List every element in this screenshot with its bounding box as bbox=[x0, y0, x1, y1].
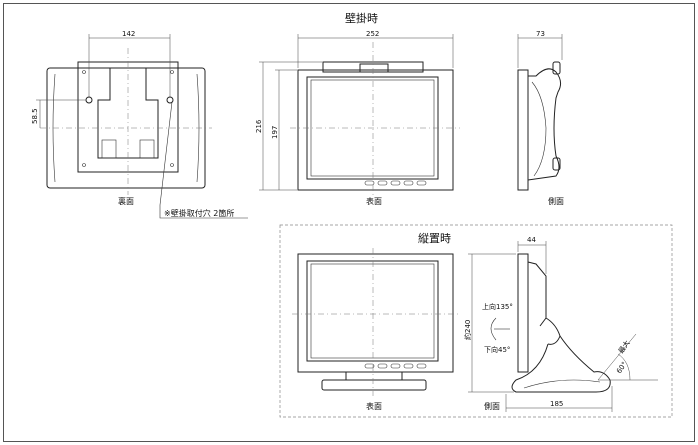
note-max-angle-label: 最大 bbox=[616, 339, 631, 356]
back-view-cross-bracket bbox=[97, 67, 159, 159]
button-icon bbox=[403, 363, 414, 369]
front-desk-base bbox=[321, 379, 427, 391]
dim-back-width: 142 bbox=[122, 30, 135, 38]
side-view-desk: 44 約240 上向135° 下向45° 185 最大 60° 側面 bbox=[463, 236, 658, 412]
side-desk-panel bbox=[517, 253, 529, 373]
front-desk-buttons bbox=[364, 363, 427, 369]
screw-icon bbox=[82, 70, 86, 74]
side-view: 73 側面 bbox=[517, 30, 564, 206]
title-wall-mount: 壁掛時 bbox=[345, 11, 378, 25]
side-desk-base-line bbox=[523, 379, 601, 389]
dim-front-height-outer: 216 bbox=[255, 119, 263, 133]
side-desk-hinge bbox=[545, 317, 561, 345]
side-view-joint-top bbox=[552, 61, 561, 75]
label-side-view-desk: 側面 bbox=[484, 401, 500, 411]
front-view-bracket bbox=[359, 63, 389, 73]
front-view-bezel bbox=[297, 69, 454, 191]
dim-desk-height: 約240 bbox=[463, 320, 472, 340]
dim-desk-base: 185 bbox=[550, 400, 563, 408]
angle-arm-line bbox=[597, 333, 637, 381]
button-icon bbox=[416, 180, 427, 186]
dim-side-depth: 73 bbox=[536, 30, 545, 38]
dim-front-width: 252 bbox=[366, 30, 379, 38]
front-desk-screen-inner bbox=[310, 263, 435, 359]
button-icon bbox=[364, 180, 375, 186]
front-view-desk: 表面 bbox=[292, 248, 460, 411]
dim-desk-depth-top: 44 bbox=[527, 236, 536, 244]
screw-icon bbox=[82, 163, 86, 167]
side-desk-back-shell bbox=[527, 261, 547, 327]
label-back-view: 裏面 bbox=[118, 196, 134, 206]
note-max-angle-value: 60° bbox=[615, 360, 629, 375]
button-icon bbox=[416, 363, 427, 369]
side-view-panel bbox=[517, 69, 529, 191]
label-front-view: 表面 bbox=[366, 196, 382, 206]
button-icon bbox=[403, 180, 414, 186]
title-desk-mount: 縦置時 bbox=[418, 232, 451, 245]
side-view-arm bbox=[527, 68, 562, 181]
button-icon bbox=[377, 363, 388, 369]
back-view-foot-right bbox=[139, 139, 155, 159]
tilt-arrow-icon bbox=[490, 317, 497, 341]
side-view-arm-inner bbox=[531, 81, 547, 177]
back-view-foot-left bbox=[101, 139, 117, 159]
button-icon bbox=[390, 363, 401, 369]
screw-icon bbox=[170, 70, 174, 74]
note-mount-holes: ※壁掛取付穴 2箇所 bbox=[164, 208, 234, 218]
leader-line bbox=[159, 101, 248, 219]
label-side-view: 側面 bbox=[548, 196, 564, 206]
dim-front-height-inner: 197 bbox=[271, 126, 279, 139]
front-desk-neck bbox=[345, 371, 403, 381]
button-icon bbox=[377, 180, 388, 186]
desk-mount-section bbox=[279, 224, 673, 418]
button-icon bbox=[390, 180, 401, 186]
note-tilt-up: 上向135° bbox=[482, 302, 513, 311]
front-desk-screen bbox=[306, 260, 439, 362]
side-desk-stand-arm bbox=[511, 335, 611, 393]
dim-hole-offset: 58.5 bbox=[31, 108, 39, 124]
drawing-frame bbox=[3, 3, 695, 442]
button-icon bbox=[364, 363, 375, 369]
front-view: 252 216 197 表面 bbox=[255, 30, 460, 206]
angle-arc bbox=[617, 353, 631, 381]
screw-icon bbox=[170, 163, 174, 167]
label-front-view-desk: 表面 bbox=[366, 401, 382, 411]
note-tilt-down: 下向45° bbox=[484, 345, 510, 354]
back-view: 142 58.5 裏面 ※壁掛取付穴 2箇所 bbox=[31, 30, 248, 219]
front-desk-bezel bbox=[297, 253, 454, 373]
front-view-buttons bbox=[364, 180, 427, 186]
side-view-joint-bottom bbox=[552, 157, 561, 171]
